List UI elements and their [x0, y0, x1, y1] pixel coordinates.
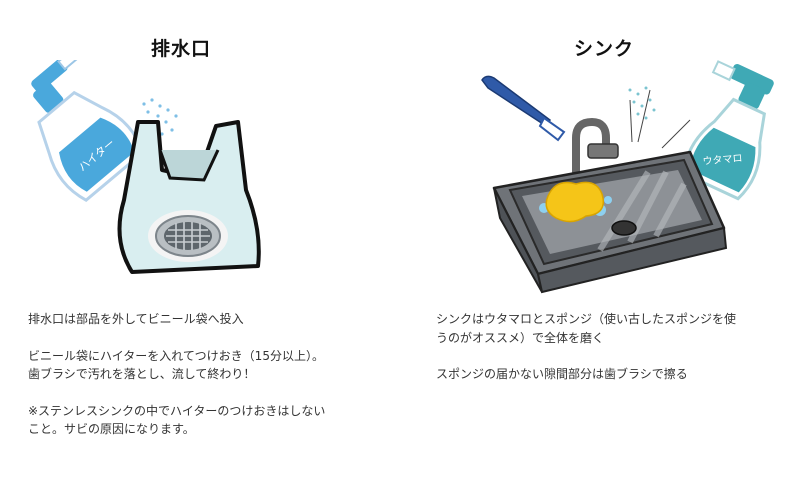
- utamaro-spray-bottle-icon: ウタマロ: [682, 60, 774, 201]
- sink-instructions: シンクはウタマロとスポンジ（使い古したスポンジを使 うのがオススメ）で全体を磨く…: [436, 310, 796, 402]
- sink-basin-icon: [492, 150, 728, 294]
- drain-instructions: 排水口は部品を外してビニール袋へ投入 ビニール袋にハイターを入れてつけおき（15…: [28, 310, 388, 457]
- faucet-icon: [572, 117, 619, 176]
- instruction-paragraph: スポンジの届かない隙間部分は歯ブラシで擦る: [436, 367, 688, 381]
- drain-basket-icon: [148, 210, 228, 262]
- section-title-sink: シンク: [574, 38, 635, 60]
- plastic-bag-icon: [117, 120, 261, 274]
- sink-illustration: ウタマロ: [481, 60, 774, 294]
- instruction-paragraph: シンクはウタマロとスポンジ（使い古したスポンジを使 うのがオススメ）で全体を磨く: [436, 312, 737, 345]
- sponge-icon: [539, 181, 612, 223]
- spray-mist-icon: [628, 86, 656, 120]
- section-title-drain: 排水口: [151, 38, 212, 60]
- section-sink: シンク ウタマロ: [400, 0, 800, 480]
- warning-note: ※ステンレスシンクの中でハイターのつけおきはしない こと。サビの原因になります。: [28, 403, 326, 437]
- section-drain: 排水口 ハイター: [28, 38, 388, 457]
- drain-illustration: ハイター: [31, 60, 261, 274]
- instruction-paragraph: 排水口は部品を外してビニール袋へ投入: [28, 312, 244, 326]
- svg-text:ウタマロ: ウタマロ: [702, 152, 743, 167]
- instruction-paragraph: ビニール袋にハイターを入れてつけおき（15分以上）。 歯ブラシで汚れを落とし、流…: [28, 348, 324, 382]
- toothbrush-icon: [481, 75, 566, 142]
